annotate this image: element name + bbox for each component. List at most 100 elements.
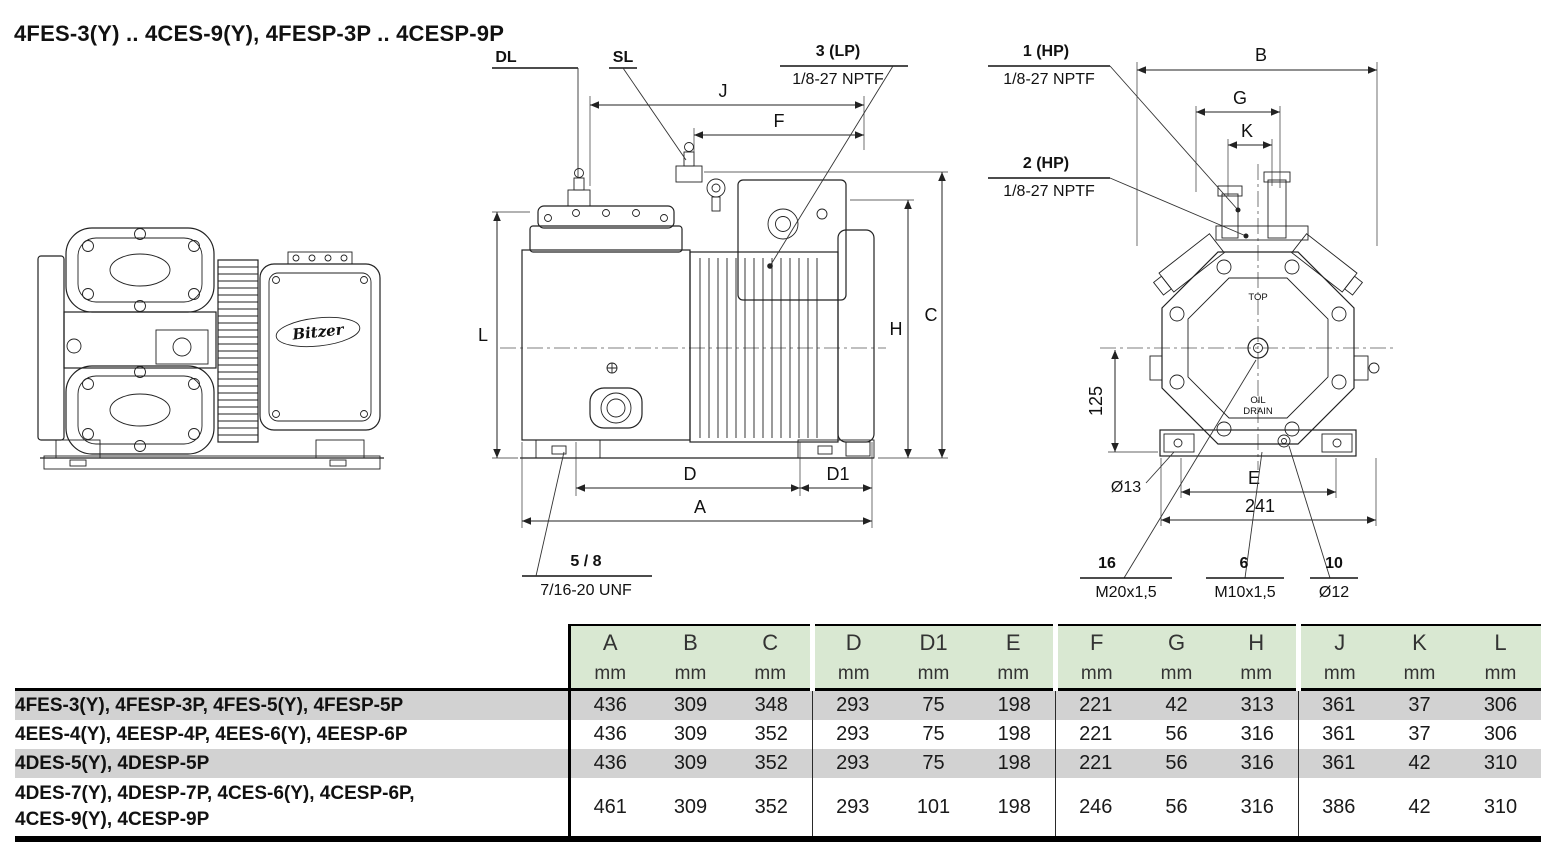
page-title: 4FES-3(Y) .. 4CES-9(Y), 4FESP-3P .. 4CES… xyxy=(14,20,505,46)
col-header: E xyxy=(974,624,1055,659)
lp-connection-label: 3 (LP) xyxy=(816,43,860,60)
value-cell: 101 xyxy=(893,778,974,842)
model-cell: 4DES-7(Y), 4DESP-7P, 4CES-6(Y), 4CESP-6P… xyxy=(15,778,571,842)
suction-valve xyxy=(675,142,703,183)
oil-sight-glass xyxy=(589,387,643,429)
value-cell: 306 xyxy=(1483,723,1518,745)
discharge-valve xyxy=(567,168,591,207)
col-header: K xyxy=(1379,624,1460,659)
drain-marking: DRAIN xyxy=(1243,406,1273,417)
unit-header: mm xyxy=(974,659,1055,691)
value-cell: 221 xyxy=(1054,749,1136,778)
value-cell: 313 xyxy=(1240,694,1274,716)
value-cell: 198 xyxy=(997,752,1031,774)
value-cell: 56 xyxy=(1165,752,1188,774)
front-view-terminal-box: Bitzer xyxy=(259,251,381,431)
value-cell: 352 xyxy=(754,723,788,745)
oil-marking: OIL xyxy=(1250,395,1265,406)
table-row: 4FES-3(Y), 4FESP-3P, 4FES-5(Y), 4FESP-5P… xyxy=(15,689,1541,720)
value-cell: 42 xyxy=(1408,752,1431,774)
hp2-connection-label: 2 (HP) xyxy=(1023,155,1069,172)
conn10-size: Ø12 xyxy=(1319,584,1349,601)
value-cell: 293 xyxy=(811,720,893,749)
unit-header: mm xyxy=(1379,659,1460,691)
col-header: B xyxy=(650,624,731,659)
value-cell: 461 xyxy=(569,778,650,842)
value-cell: 56 xyxy=(1136,778,1217,842)
table-row: 4DES-7(Y), 4DESP-7P, 4CES-6(Y), 4CESP-6P… xyxy=(15,778,1541,842)
value-cell: 246 xyxy=(1054,778,1136,842)
value-cell: 316 xyxy=(1240,752,1274,774)
end-view: TOP OIL DRAIN xyxy=(1100,164,1395,470)
dim-label-k: K xyxy=(1241,121,1253,141)
lp-connection-thread: 1/8-27 NPTF xyxy=(792,71,884,88)
sl-connection-label: SL xyxy=(613,49,634,66)
dim-label-b: B xyxy=(1255,45,1267,65)
end-view-dimensions: 1 (HP) 1/8-27 NPTF 2 (HP) 1/8-27 NPTF B … xyxy=(988,43,1378,601)
dim-label-241: 241 xyxy=(1245,496,1275,516)
dim-label-a: A xyxy=(694,497,706,517)
value-cell: 75 xyxy=(922,694,945,716)
col-header: D1 xyxy=(893,624,974,659)
end-view-right-valve xyxy=(1291,233,1364,296)
value-cell: 361 xyxy=(1297,720,1379,749)
dl-connection-label: DL xyxy=(495,49,517,66)
unit-header: mm xyxy=(1217,659,1298,691)
front-view-fins xyxy=(217,259,259,443)
dim-label-j: J xyxy=(719,81,728,101)
table-row: 4EES-4(Y), 4EESP-4P, 4EES-6(Y), 4EESP-6P… xyxy=(15,720,1541,749)
side-view xyxy=(500,142,886,459)
value-cell: 361 xyxy=(1297,749,1379,778)
value-cell: 436 xyxy=(593,752,627,774)
technical-drawing: Bitzer xyxy=(37,43,1395,601)
unit-header: mm xyxy=(1052,659,1136,691)
unit-header: mm xyxy=(569,659,650,691)
value-cell: 309 xyxy=(673,752,708,774)
value-cell: 198 xyxy=(974,778,1055,842)
dim-label-f: F xyxy=(774,111,785,131)
value-cell: 316 xyxy=(1240,723,1274,745)
oil-connection-label: 5 / 8 xyxy=(570,553,601,570)
dia13-label: Ø13 xyxy=(1111,479,1141,496)
value-cell: 436 xyxy=(593,694,627,716)
dimension-table: A B C D D1 E F G H J K L mm mm mm mm mm … xyxy=(15,624,1541,842)
dim-label-d1: D1 xyxy=(826,464,849,484)
front-view: Bitzer xyxy=(37,227,384,470)
value-cell: 309 xyxy=(650,778,731,842)
hp2-connection-thread: 1/8-27 NPTF xyxy=(1003,183,1095,200)
value-cell: 42 xyxy=(1379,778,1460,842)
dim-label-l: L xyxy=(478,325,488,345)
header-letters-row: A B C D D1 E F G H J K L xyxy=(15,624,1541,691)
model-cell: 4DES-5(Y), 4DESP-5P xyxy=(15,749,571,778)
value-cell: 221 xyxy=(1054,689,1136,720)
dim-label-g: G xyxy=(1233,88,1247,108)
col-header: J xyxy=(1295,624,1379,659)
conn16-label: 16 xyxy=(1098,555,1116,572)
conn6-thread: M10x1,5 xyxy=(1214,584,1275,601)
value-cell: 361 xyxy=(1297,689,1379,720)
bitzer-logo: Bitzer xyxy=(291,320,346,343)
value-cell: 293 xyxy=(811,749,893,778)
col-header: D xyxy=(809,624,893,659)
value-cell: 386 xyxy=(1297,778,1379,842)
top-marking: TOP xyxy=(1248,292,1267,303)
value-cell: 316 xyxy=(1217,778,1298,842)
model-column-header xyxy=(15,625,571,691)
value-cell: 221 xyxy=(1054,720,1136,749)
conn16-thread: M20x1,5 xyxy=(1095,584,1156,601)
unit-header: mm xyxy=(1295,659,1379,691)
col-header: H xyxy=(1217,624,1298,659)
side-view-dimensions: DL SL 3 (LP) 1/8-27 NPTF J F L H xyxy=(478,43,948,599)
oil-connection-thread: 7/16-20 UNF xyxy=(540,582,632,599)
col-header: G xyxy=(1136,624,1217,659)
dim-label-125: 125 xyxy=(1086,386,1106,416)
col-header: A xyxy=(569,624,650,659)
unit-header: mm xyxy=(893,659,974,691)
value-cell: 37 xyxy=(1408,694,1431,716)
value-cell: 37 xyxy=(1408,723,1431,745)
col-header: L xyxy=(1460,624,1541,659)
dim-label-c: C xyxy=(925,305,938,325)
conn6-label: 6 xyxy=(1240,555,1249,572)
header-units-row: mm mm mm mm mm mm mm mm mm mm mm mm xyxy=(15,659,1541,691)
value-cell: 352 xyxy=(731,778,812,842)
